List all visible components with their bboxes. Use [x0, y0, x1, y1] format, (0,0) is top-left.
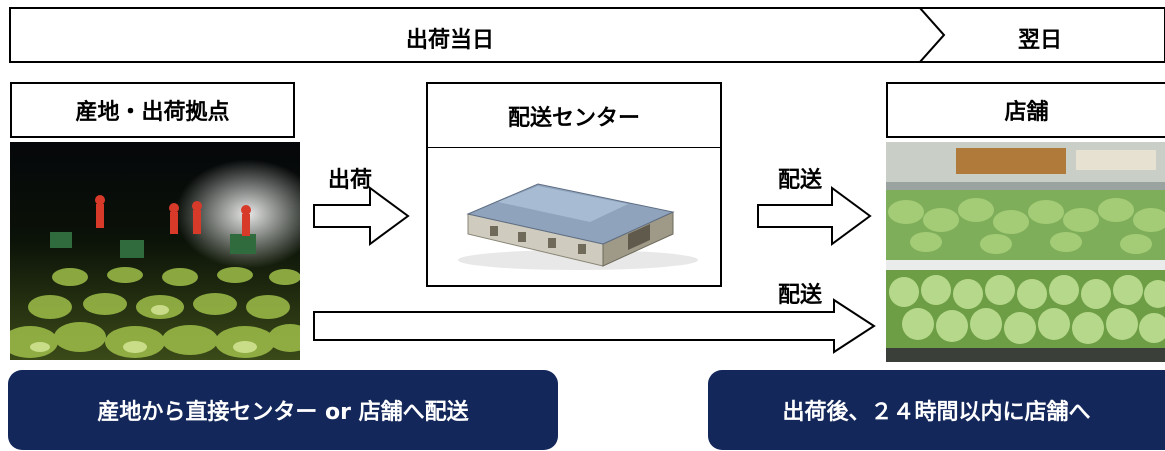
delivery-time-banner: 出荷後、２４時間以内に店舗へ — [708, 370, 1165, 450]
direct-deliver-label: 配送 — [778, 283, 823, 308]
timeline-bar — [9, 7, 1165, 63]
direct-shipping-banner-text: 産地から直接センター or 店舗へ配送 — [97, 400, 469, 425]
center-title: 配送センター — [507, 105, 640, 131]
deliver-arrow — [757, 186, 872, 246]
center-title-box: 配送センター — [426, 82, 722, 148]
direct-shipping-banner: 産地から直接センター or 店舗へ配送 — [8, 370, 558, 450]
origin-title: 産地・出荷拠点 — [75, 100, 230, 125]
deliver-label: 配送 — [778, 168, 823, 193]
timeline-same-day-label: 出荷当日 — [405, 28, 494, 53]
timeline-next-day-segment — [917, 7, 1165, 63]
store-produce-shelf-photo — [886, 142, 1165, 362]
ship-label: 出荷 — [328, 168, 373, 193]
ship-arrow — [313, 186, 410, 246]
delivery-time-banner-text: 出荷後、２４時間以内に店舗へ — [782, 400, 1091, 425]
direct-deliver-arrow — [313, 298, 876, 354]
origin-title-box: 産地・出荷拠点 — [10, 82, 295, 138]
center-image-box — [426, 147, 722, 287]
field-night-harvest-photo — [10, 142, 300, 360]
store-title-box: 店舗 — [886, 82, 1165, 138]
warehouse-illustration — [458, 183, 698, 270]
timeline-next-day-label: 翌日 — [1017, 28, 1062, 53]
store-title: 店舗 — [1004, 100, 1049, 125]
